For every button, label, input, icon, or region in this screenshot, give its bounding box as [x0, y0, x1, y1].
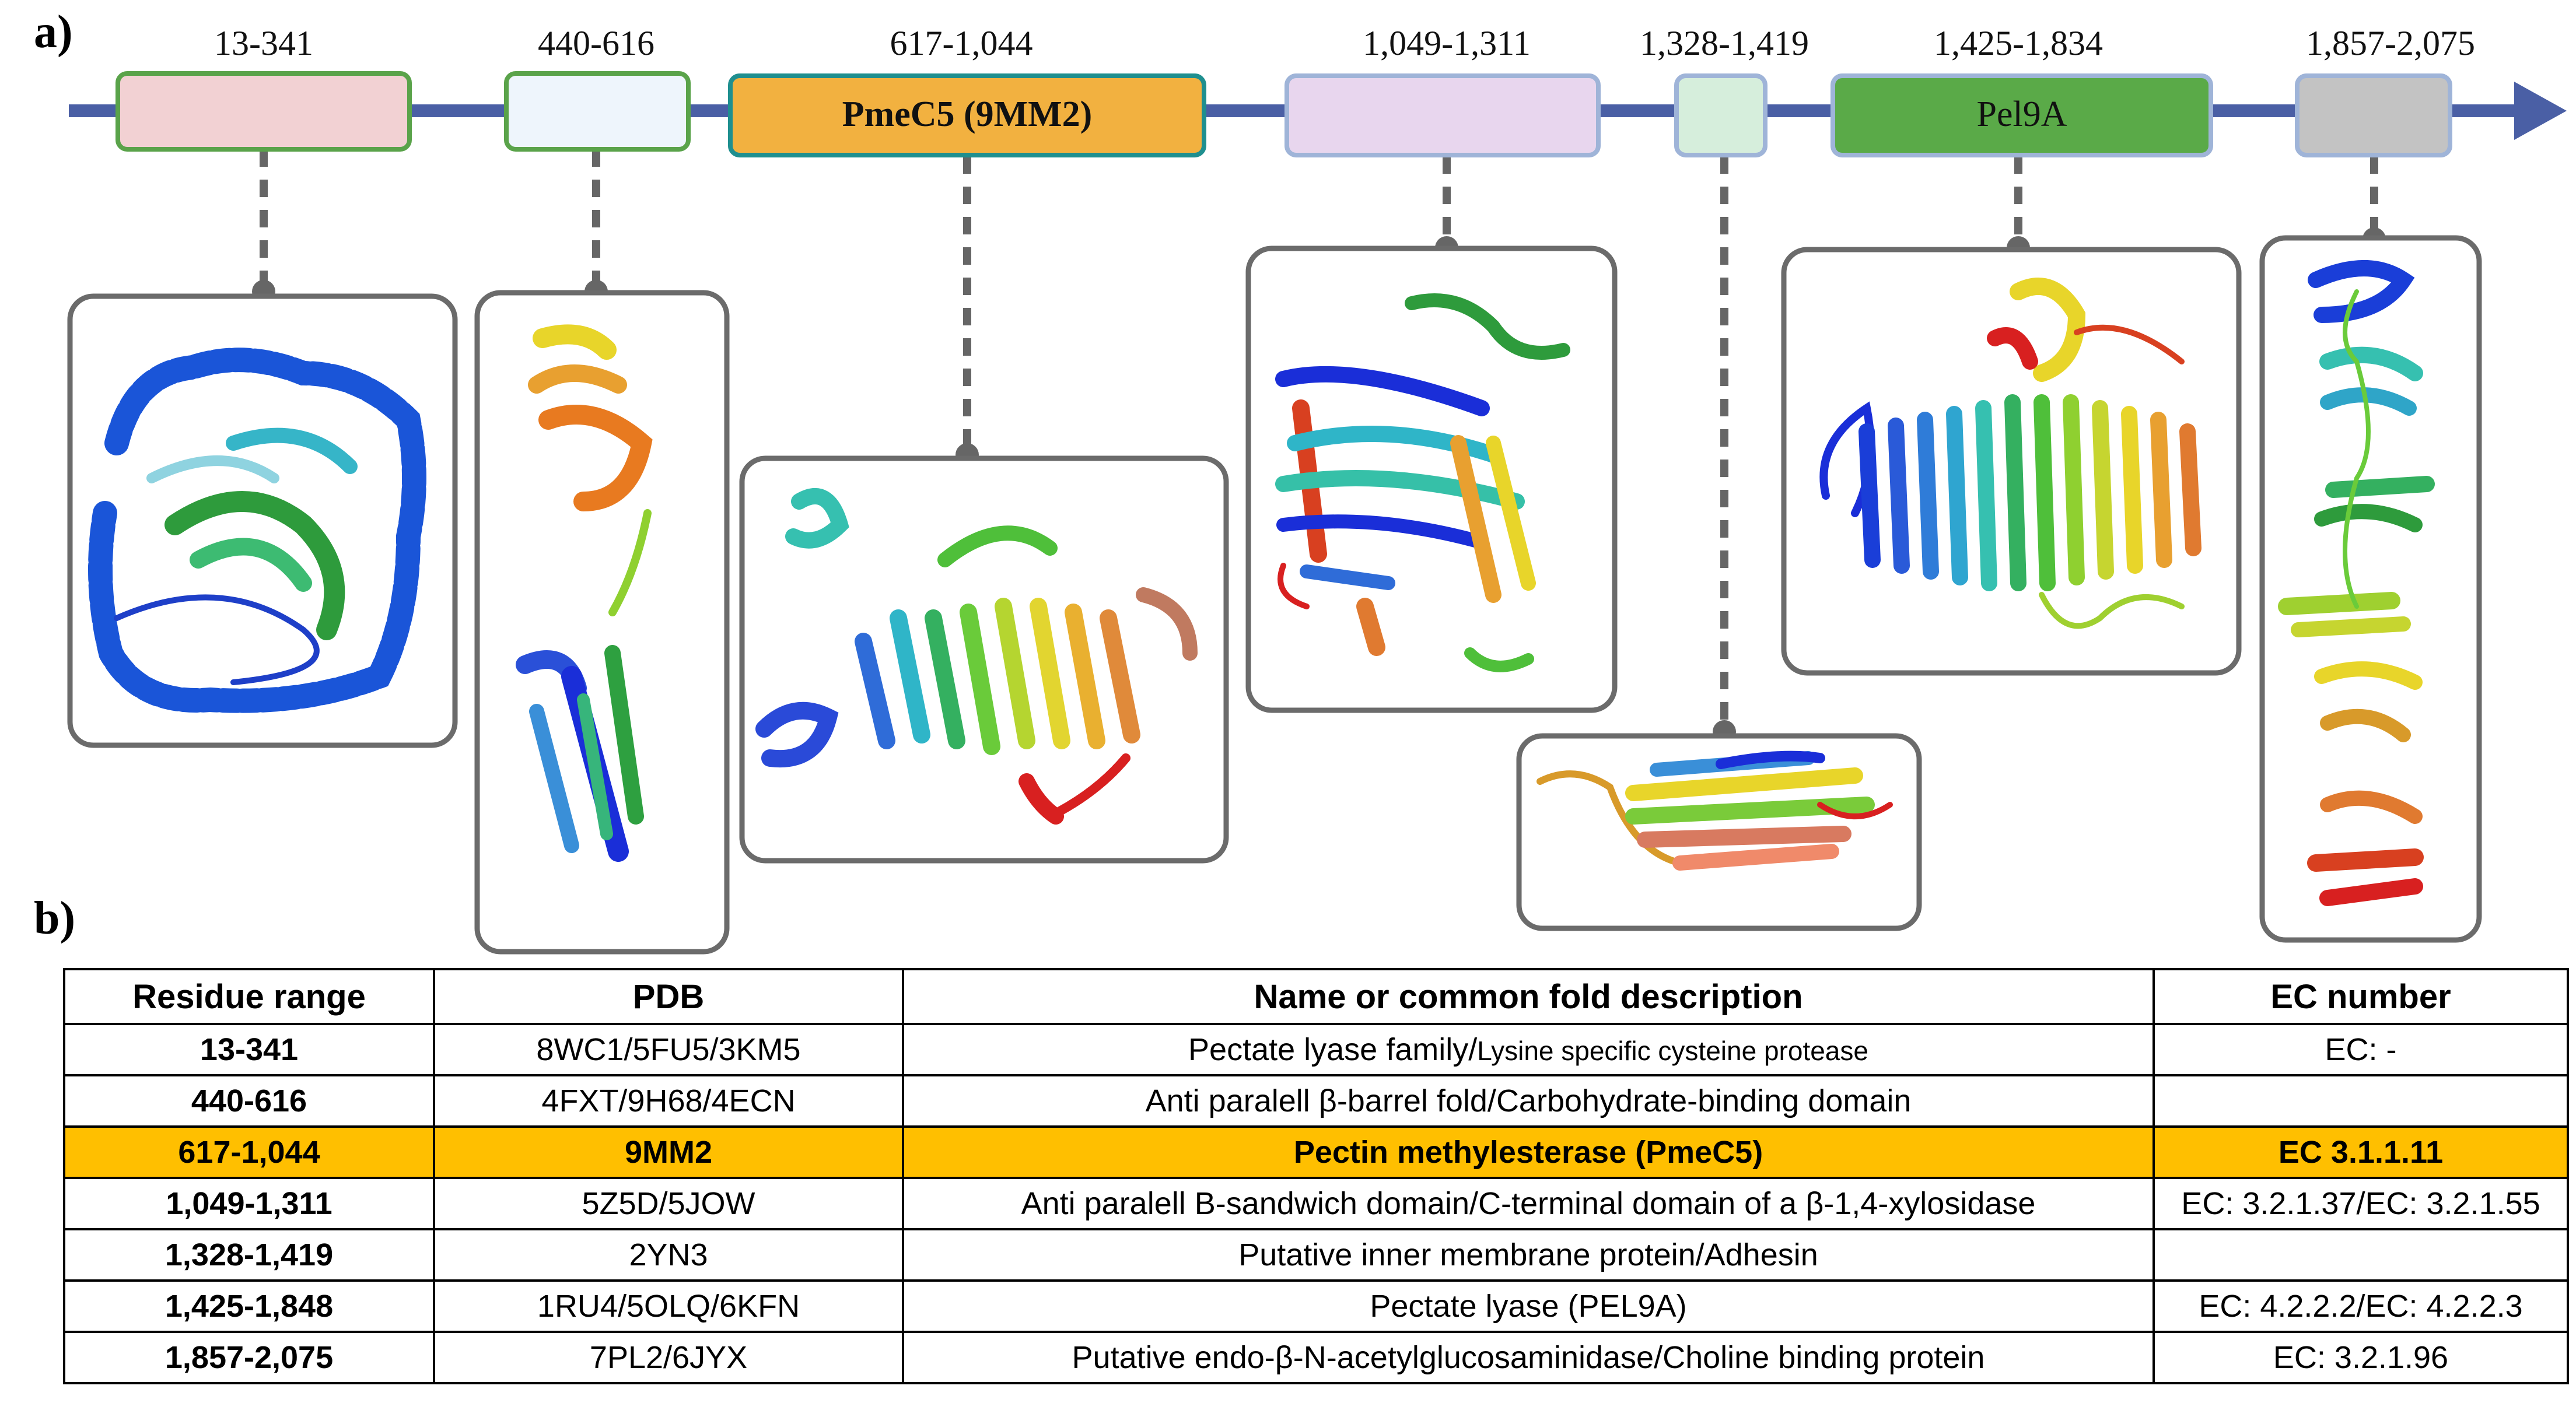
cell-ec — [2152, 1074, 2569, 1128]
range-label-5: 1,328-1,419 — [1640, 24, 1809, 62]
cell-ec: EC: 3.2.1.96 — [2152, 1331, 2569, 1384]
cell-name: Putative endo-β-N-acetylglucosaminidase/… — [902, 1331, 2155, 1384]
cell-range: 1,857-2,075 — [63, 1331, 435, 1384]
header-name: Name or common fold description — [902, 968, 2155, 1025]
structure-image-5 — [1536, 750, 1893, 871]
domain-box-1 — [116, 71, 412, 152]
table-row: 1,857-2,075 7PL2/6JYX Putative endo-β-N-… — [63, 1331, 2569, 1384]
cell-name-main: Pectate lyase family/ — [1188, 1032, 1478, 1067]
cell-range: 617-1,044 — [63, 1125, 435, 1179]
cell-pdb: 8WC1/5FU5/3KM5 — [433, 1023, 904, 1076]
cell-name: Anti paralell β-barrel fold/Carbohydrate… — [902, 1074, 2155, 1128]
structure-frame-7 — [2259, 235, 2482, 943]
cell-range: 440-616 — [63, 1074, 435, 1128]
header-residue-range: Residue range — [63, 968, 435, 1025]
domain-box-3 — [728, 73, 1206, 157]
structure-image-7 — [2278, 260, 2435, 906]
cell-pdb: 9MM2 — [433, 1125, 904, 1179]
structure-frame-2 — [474, 290, 730, 955]
range-label-1: 13-341 — [214, 24, 313, 62]
cell-name-small: Lysine specific cysteine protease — [1477, 1036, 1868, 1066]
table-row: 1,049-1,311 5Z5D/5JOW Anti paralell B-sa… — [63, 1177, 2569, 1230]
cell-range: 1,425-1,848 — [63, 1279, 435, 1333]
panel-a-label: a) — [34, 6, 73, 58]
structure-image-2 — [516, 324, 653, 862]
cell-name: Pectate lyase family/Lysine specific cys… — [902, 1023, 2155, 1076]
domain-box-7 — [2295, 73, 2452, 157]
cell-pdb: 1RU4/5OLQ/6KFN — [433, 1279, 904, 1333]
cell-ec — [2152, 1228, 2569, 1282]
cell-ec: EC: - — [2152, 1023, 2569, 1076]
domain-box-4 — [1284, 73, 1601, 157]
cell-name: Putative inner membrane protein/Adhesin — [902, 1228, 2155, 1282]
axis-arrowhead — [2514, 82, 2567, 140]
panel-b-label: b) — [34, 893, 76, 944]
table-row: 1,328-1,419 2YN3 Putative inner membrane… — [63, 1228, 2569, 1282]
range-label-4: 1,049-1,311 — [1363, 24, 1531, 62]
cell-pdb: 4FXT/9H68/4ECN — [433, 1074, 904, 1128]
domain-box-2 — [504, 71, 691, 152]
domain-label-pmec5: PmeC5 (9MM2) — [842, 94, 1093, 134]
cell-name: Pectate lyase (PEL9A) — [902, 1279, 2155, 1333]
range-label-3: 617-1,044 — [890, 24, 1033, 62]
cell-range: 13-341 — [63, 1023, 435, 1076]
structure-frame-1 — [67, 293, 458, 748]
domain-label-pel9a: Pel9A — [1977, 94, 2067, 134]
cell-pdb: 7PL2/6JYX — [433, 1331, 904, 1384]
structure-image-4 — [1275, 293, 1570, 672]
domain-architecture-figure: PmeC5 (9MM2) Pel9A — [67, 71, 2567, 955]
cell-ec: EC: 4.2.2.2/EC: 4.2.2.3 — [2152, 1279, 2569, 1333]
cell-name: Pectin methylesterase (PmeC5) — [902, 1125, 2155, 1179]
cell-ec: EC: 3.2.1.37/EC: 3.2.1.55 — [2152, 1177, 2569, 1230]
cell-range: 1,328-1,419 — [63, 1228, 435, 1282]
domain-box-6 — [1831, 73, 2213, 157]
cell-ec: EC 3.1.1.11 — [2152, 1125, 2569, 1179]
cell-range: 1,049-1,311 — [63, 1177, 435, 1230]
structure-image-3 — [755, 488, 1198, 825]
table-row: 13-341 8WC1/5FU5/3KM5 Pectate lyase fami… — [63, 1023, 2569, 1076]
header-pdb: PDB — [433, 968, 904, 1025]
range-label-7: 1,857-2,075 — [2306, 24, 2475, 62]
structure-image-6 — [1819, 278, 2202, 629]
range-label-6: 1,425-1,834 — [1934, 24, 2103, 62]
table-row-highlighted: 617-1,044 9MM2 Pectin methylesterase (Pm… — [63, 1125, 2569, 1179]
table-row: 440-616 4FXT/9H68/4ECN Anti paralell β-b… — [63, 1074, 2569, 1128]
domain-annotation-table: Residue range PDB Name or common fold de… — [63, 968, 2569, 1384]
cell-pdb: 2YN3 — [433, 1228, 904, 1282]
header-ec-number: EC number — [2152, 968, 2569, 1025]
structure-image-1 — [88, 348, 426, 713]
range-label-2: 440-616 — [538, 24, 654, 62]
domain-box-5 — [1674, 73, 1768, 157]
table-header-row: Residue range PDB Name or common fold de… — [63, 968, 2569, 1025]
cell-pdb: 5Z5D/5JOW — [433, 1177, 904, 1230]
cell-name: Anti paralell B-sandwich domain/C-termin… — [902, 1177, 2155, 1230]
table-row: 1,425-1,848 1RU4/5OLQ/6KFN Pectate lyase… — [63, 1279, 2569, 1333]
